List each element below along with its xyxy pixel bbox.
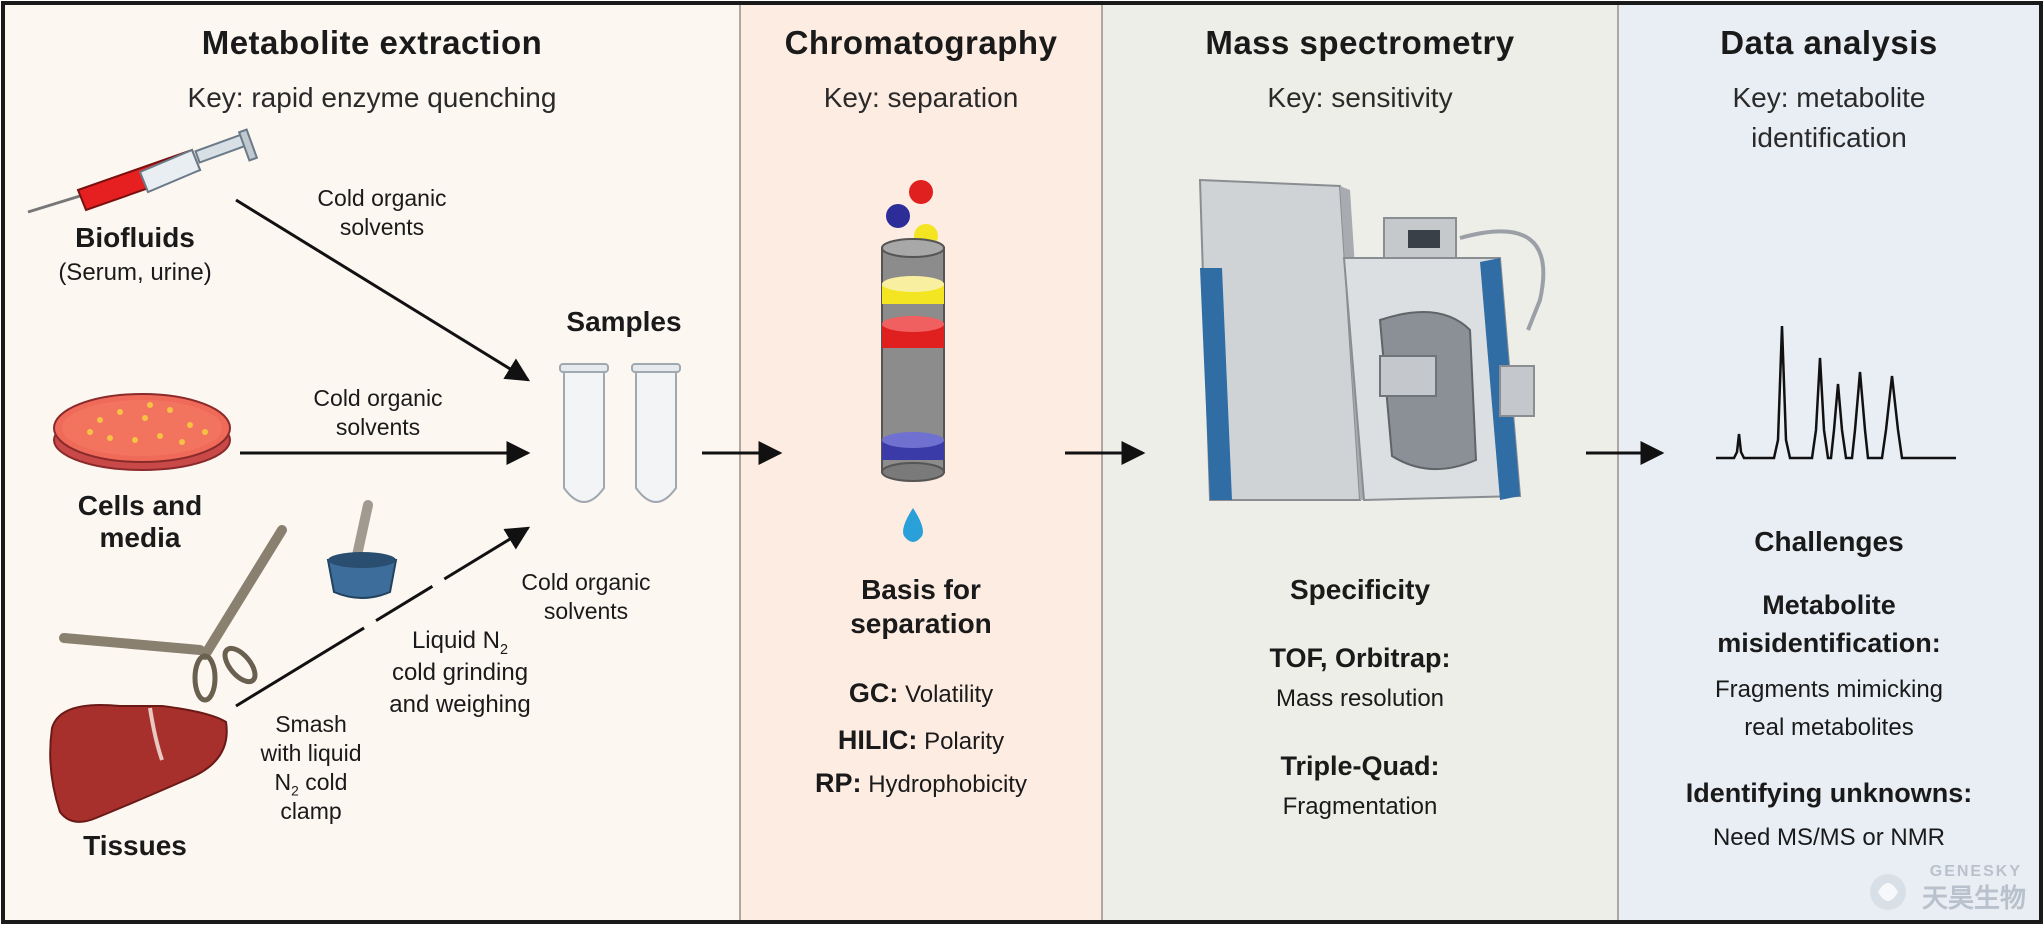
solvent-label-1-line1: Cold organic	[317, 185, 447, 211]
specificity-heading: Specificity	[1289, 574, 1431, 605]
liquid-n2-label-line1: Liquid N2	[411, 627, 509, 658]
separation-hilic: HILIC: Polarity	[837, 725, 1005, 755]
panel-title-chromatography: Chromatography	[784, 24, 1058, 61]
liver-icon	[49, 703, 228, 823]
panel-analysis-bg	[1618, 4, 2040, 921]
cells-label-line1: Cells and	[77, 490, 203, 521]
liquid-n2-label-line2: cold grinding	[391, 659, 529, 686]
challenge1-desc-line2: real metabolites	[1744, 714, 1914, 741]
solvent-label-2-line1: Cold organic	[313, 385, 443, 411]
tissues-label: Tissues	[83, 830, 187, 861]
biofluids-label: Biofluids	[75, 222, 195, 253]
genesky-logo-icon	[1870, 874, 1906, 910]
cells-label-line2: media	[99, 522, 181, 553]
panel-key-analysis-line2: identification	[1751, 122, 1907, 153]
ms-triplequad-title: Triple-Quad:	[1280, 751, 1440, 781]
challenge1-title-line2: misidentification:	[1717, 628, 1941, 658]
panel-key-extraction: Key: rapid enzyme quenching	[187, 82, 557, 113]
solvent-label-3-line1: Cold organic	[521, 569, 651, 595]
solvent-label-1-line2: solvents	[339, 214, 425, 240]
arrow-tissues-to-samples	[235, 526, 531, 708]
samples-label: Samples	[566, 306, 682, 337]
challenge2-desc: Need MS/MS or NMR	[1712, 824, 1946, 851]
mass-spectrometer-icon	[1198, 178, 1546, 502]
biofluids-sublabel: (Serum, urine)	[58, 259, 212, 286]
clamp-icon	[59, 525, 287, 703]
ms-tof-title: TOF, Orbitrap:	[1269, 643, 1451, 673]
basis-label-line2: separation	[850, 608, 992, 639]
separation-rp: RP: Hydrophobicity	[815, 768, 1027, 798]
challenge2-title: Identifying unknowns:	[1685, 778, 1973, 808]
syringe-icon	[27, 128, 259, 214]
ms-triplequad-desc: Fragmentation	[1282, 793, 1438, 820]
ms-tof-desc: Mass resolution	[1275, 685, 1445, 712]
watermark-en: GENESKY	[1929, 863, 2022, 880]
panel-title-ms: Mass spectrometry	[1205, 24, 1515, 61]
panel-key-analysis-line1: Key: metabolite	[1732, 82, 1926, 113]
smash-label-line3: N2 cold	[274, 769, 348, 799]
panel-title-analysis: Data analysis	[1720, 24, 1938, 61]
mortar-pestle-icon	[326, 500, 398, 599]
basis-label-line1: Basis for	[861, 574, 981, 605]
separation-gc: GC: Volatility	[848, 678, 994, 708]
chromatography-column-icon	[881, 180, 945, 542]
challenges-heading: Challenges	[1754, 526, 1904, 557]
panel-key-chromatography: Key: separation	[823, 82, 1019, 113]
challenge1-desc-line1: Fragments mimicking	[1714, 676, 1944, 703]
smash-label-line2: with liquid	[260, 740, 362, 766]
sample-tubes-icon	[559, 363, 681, 503]
chromatogram-trace	[1716, 325, 1956, 460]
smash-label-line4: clamp	[280, 798, 342, 824]
smash-label-line1: Smash	[275, 711, 347, 737]
panel-title-extraction: Metabolite extraction	[201, 24, 543, 61]
watermark-cn: 天昊生物	[1921, 883, 2026, 913]
arrow-biofluids-to-samples	[235, 198, 531, 382]
solvent-label-2-line2: solvents	[335, 414, 421, 440]
liquid-n2-label-line3: and weighing	[389, 691, 531, 718]
challenge1-title-line1: Metabolite	[1762, 590, 1896, 620]
solvent-label-3-line2: solvents	[543, 598, 629, 624]
petri-dish-icon	[53, 393, 231, 471]
panel-key-ms: Key: sensitivity	[1267, 82, 1453, 113]
